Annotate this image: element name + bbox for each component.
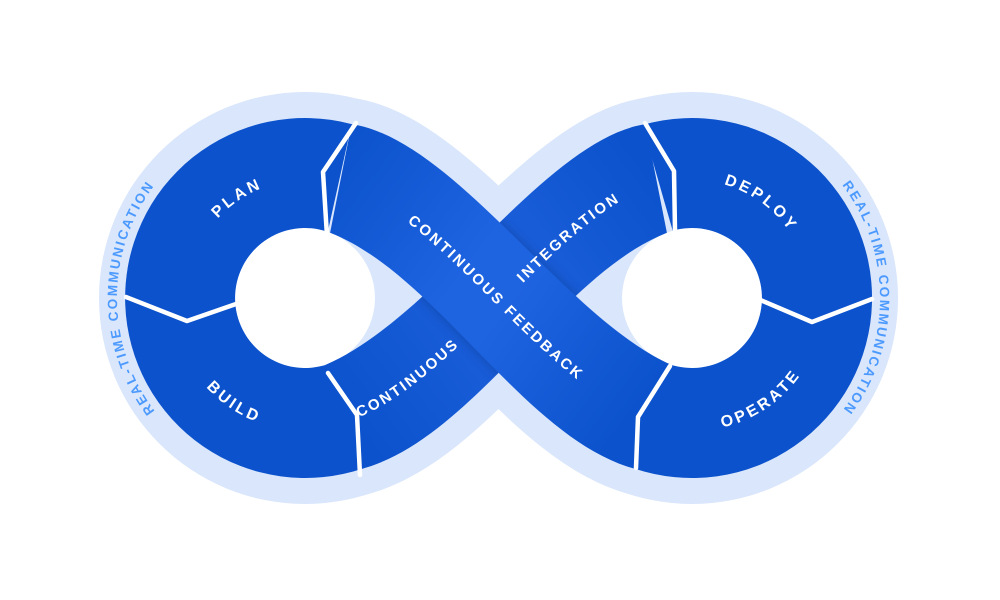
divider-deploy-operate (755, 296, 875, 325)
halo-band-edge (460, 98, 672, 259)
right-loop-hole (622, 228, 762, 368)
divider-operate-feedback (633, 363, 673, 471)
divider-plan-feedback (320, 120, 359, 239)
left-loop-ring (125, 117, 364, 478)
left-loop-hole (235, 228, 375, 368)
divider-build-continuous (325, 370, 363, 478)
divider-integration-deploy (642, 120, 678, 234)
continuous-feedback-band (330, 124, 672, 470)
right-loop-ring (633, 118, 873, 479)
divider-plan-build (123, 294, 239, 324)
